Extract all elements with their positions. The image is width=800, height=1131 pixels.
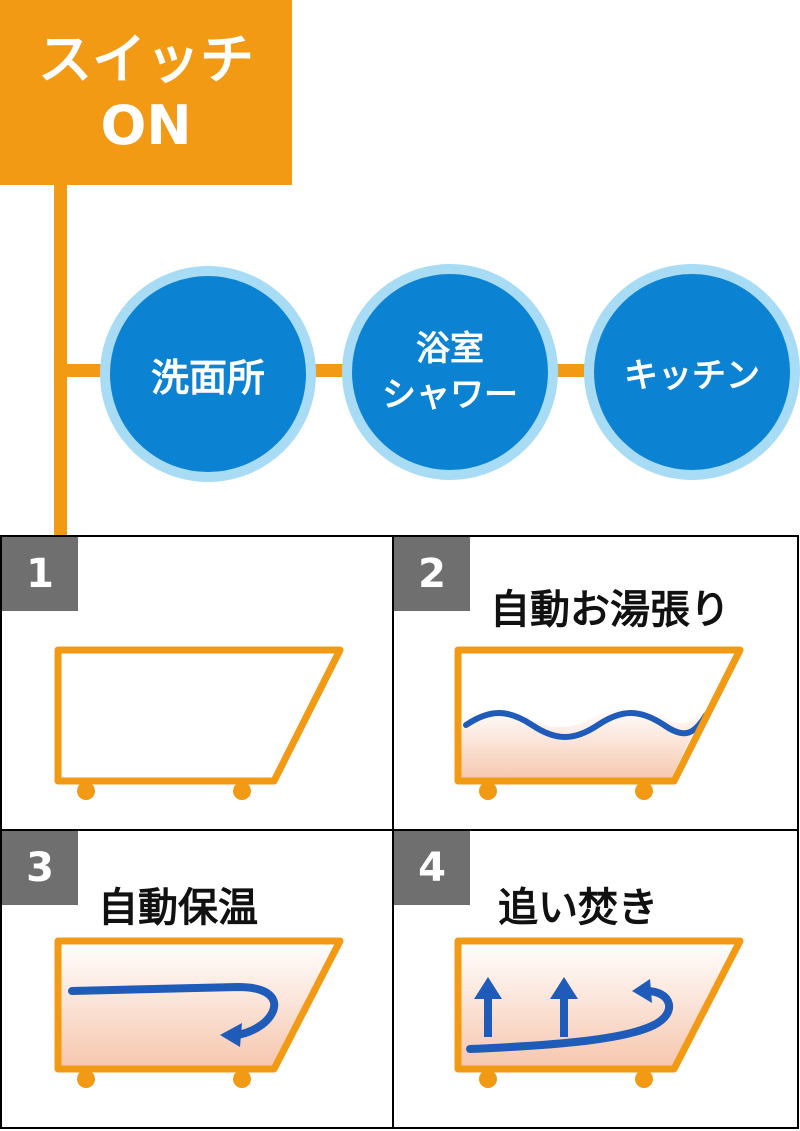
- empty-bathtub-icon: [54, 646, 344, 800]
- outlet-bathroom-label: 浴室: [416, 329, 484, 369]
- panel-2-title: 自動お湯張り: [490, 587, 730, 633]
- connector-vertical-line: [54, 180, 67, 536]
- panel-1-number: 1: [2, 537, 78, 611]
- panel-2: 2 自動お湯張り: [392, 535, 799, 831]
- switch-on-box: スイッチ ON: [0, 0, 292, 185]
- outlet-washroom-label: 洗面所: [150, 355, 265, 400]
- outlet-bathroom-shower-circle: 浴室 シャワー: [342, 264, 558, 480]
- panel-3-number: 3: [2, 831, 78, 905]
- switch-label: スイッチ: [38, 27, 254, 91]
- panel-1: 1: [0, 535, 394, 831]
- panel-4-number: 4: [394, 831, 470, 905]
- outlet-shower-label: シャワー: [382, 375, 518, 415]
- switch-on-label: ON: [100, 93, 192, 157]
- outlet-kitchen-label: キッチン: [624, 355, 760, 396]
- outlet-washroom-circle: 洗面所: [100, 266, 316, 482]
- bathtub-reheat-icon: [454, 937, 744, 1088]
- bathtub-keep-warm-icon: [54, 937, 344, 1088]
- bath-function-panels: 1 2 自動お湯張り 3 自動保温: [0, 535, 799, 1129]
- outlet-kitchen-circle: キッチン: [584, 264, 800, 480]
- panel-3-title: 自動保温: [98, 885, 258, 931]
- bathtub-filling-icon: [454, 646, 744, 800]
- panel-3: 3 自動保温: [0, 829, 394, 1129]
- panel-4-title: 追い焚き: [498, 885, 658, 931]
- panel-2-number: 2: [394, 537, 470, 611]
- panel-4: 4 追い焚き: [392, 829, 799, 1129]
